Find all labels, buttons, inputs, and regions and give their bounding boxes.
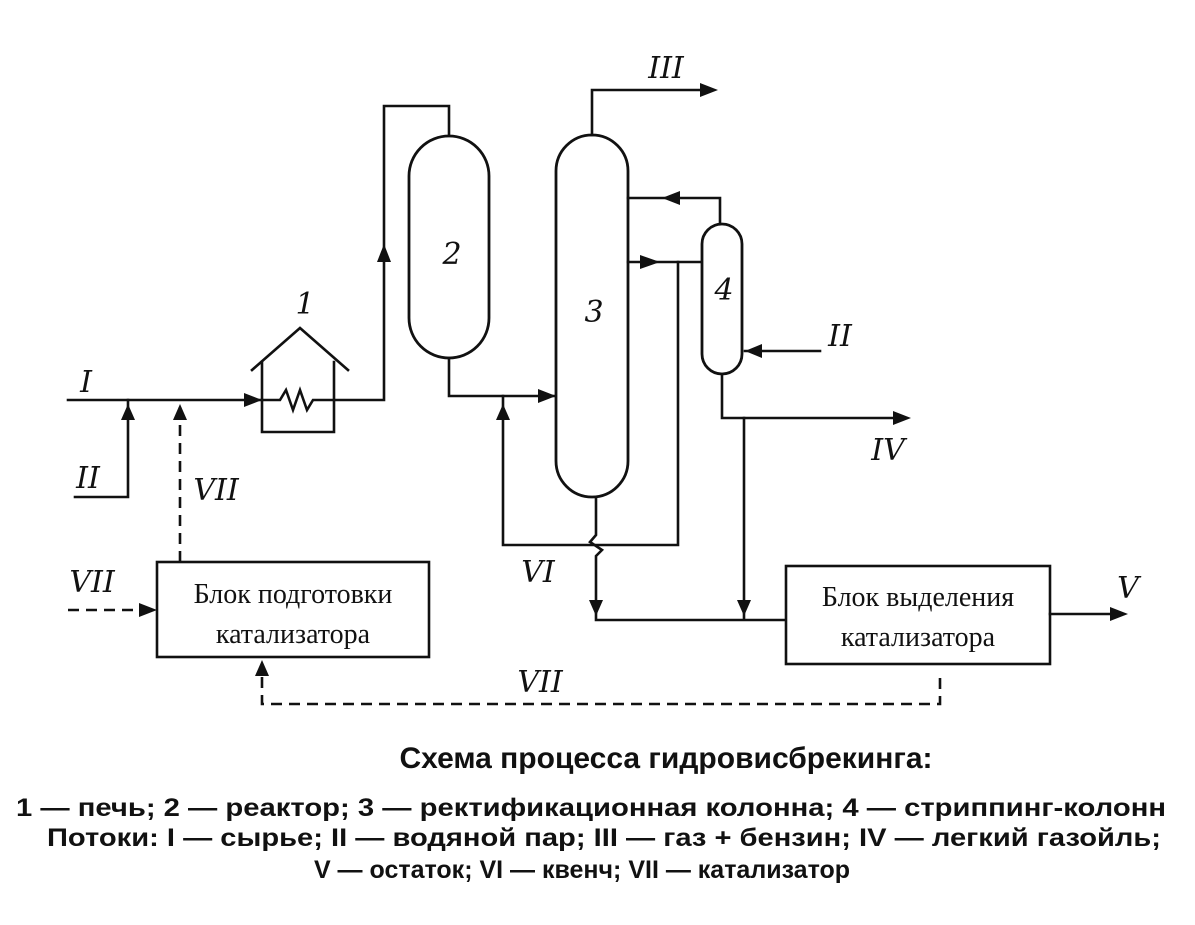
catalyst-prep-label-line1: Блок подготовки bbox=[194, 579, 393, 610]
feed-line bbox=[66, 393, 264, 562]
label-light-gasoil: IV bbox=[870, 433, 908, 468]
furnace-to-reactor-line bbox=[332, 104, 451, 402]
catalyst-recycle-line bbox=[255, 660, 942, 706]
caption-equipment: 1 — печь; 2 — реактор; 3 — ректификацион… bbox=[16, 794, 1166, 822]
fractionator-number: 3 bbox=[584, 295, 603, 330]
label-catalyst-recycle: VII bbox=[517, 665, 564, 700]
caption-streams: Потоки: I — сырье; II — водяной пар; III… bbox=[47, 824, 1161, 852]
label-catalyst-injection: VII bbox=[193, 473, 240, 508]
catalyst-sep-label-line1: Блок выделения bbox=[822, 582, 1014, 613]
label-residue: V bbox=[1117, 571, 1142, 606]
residue-line bbox=[1048, 607, 1128, 621]
overhead-line bbox=[590, 83, 718, 137]
stripper-steam-line bbox=[743, 344, 822, 358]
label-quench: VI bbox=[521, 555, 556, 590]
catalyst-sep-label-line2: катализатора bbox=[841, 622, 996, 653]
bottoms-line bbox=[588, 495, 788, 622]
label-feed: I bbox=[79, 365, 93, 400]
catalyst-prep-block bbox=[155, 560, 431, 659]
furnace-number: 1 bbox=[295, 287, 314, 322]
side-draw-lines bbox=[626, 191, 722, 269]
fresh-catalyst-line bbox=[68, 603, 157, 617]
stripper-number: 4 bbox=[713, 273, 733, 308]
furnace bbox=[250, 326, 350, 434]
quench-loop bbox=[496, 260, 680, 547]
catalyst-separation-block bbox=[784, 564, 1052, 666]
reactor-number: 2 bbox=[441, 237, 461, 272]
label-gas-gasoline: III bbox=[647, 51, 685, 86]
reactor-to-column-line bbox=[447, 356, 558, 403]
label-steam-stripper: II bbox=[827, 319, 853, 354]
label-catalyst-fresh: VII bbox=[69, 565, 116, 600]
label-steam-feed: II bbox=[75, 461, 101, 496]
light-gasoil-line bbox=[720, 372, 911, 620]
caption-streams-cont: V — остаток; VI — квенч; VII — катализат… bbox=[314, 856, 850, 884]
catalyst-prep-label-line2: катализатора bbox=[216, 619, 371, 650]
caption-title: Схема процесса гидровисбрекинга: bbox=[399, 742, 932, 775]
